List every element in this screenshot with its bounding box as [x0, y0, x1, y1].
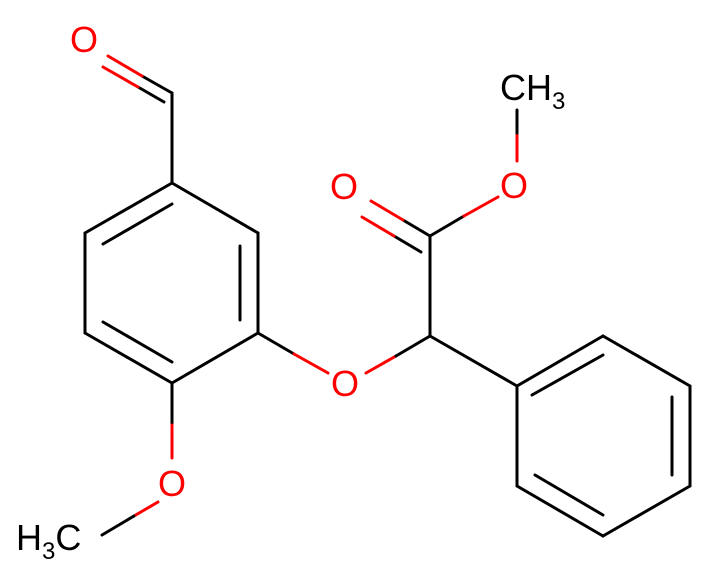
methoxy-methyl-h: H [16, 517, 42, 558]
bond-ether-o-left-red [292, 352, 330, 375]
bond-ester-c-to-o [428, 214, 466, 238]
methoxy-oxygen: O [158, 463, 186, 504]
ester-methyl-subscript: 3 [552, 88, 565, 115]
ether-oxygen: O [331, 363, 359, 404]
bond-ring-to-ether-o [256, 331, 296, 356]
ester-oxygen: O [500, 165, 528, 206]
aldehyde-group: O [70, 19, 174, 185]
left-benzene-ring [83, 181, 260, 385]
bond-ether-o-right-red [364, 354, 398, 375]
methoxy-methyl-label: H3C [16, 517, 81, 565]
bond-ch-to-phenyl [428, 334, 519, 388]
bond-ether-o-to-ch [394, 334, 432, 358]
ring1-bond-bottom-left-inner [101, 320, 174, 364]
bond-cho-o-upper-red [106, 54, 144, 78]
ring1-bond-bottom-left [83, 331, 174, 385]
ring1-bond-top-left-inner [101, 202, 174, 246]
bond-ester-c-o-double-b-red [360, 215, 396, 238]
ester-group: O O CH3 [330, 67, 565, 338]
ring2-bond-bottom-right [601, 484, 692, 538]
ring1-bond-top-right [170, 181, 260, 235]
ring1-bond-bottom-right [170, 331, 260, 385]
bond-ester-o-red [462, 195, 500, 218]
phenyl-ring [428, 334, 692, 538]
bond-ester-c-o-double-a [401, 218, 432, 238]
ring1-bond-top-left [83, 181, 174, 235]
ester-carbonyl-oxygen: O [330, 166, 358, 207]
bond-methoxy-o-to-ch3 [100, 514, 136, 537]
bond-methoxy-o-red-bottom [132, 500, 160, 518]
ether-linkage: O [256, 331, 432, 404]
ester-methyl-label: CH3 [500, 67, 565, 115]
ring2-bond-bottom-left-inner [533, 473, 605, 517]
ring2-bond-top-inner [530, 353, 605, 397]
bond-ester-c-o-double-b [392, 234, 423, 254]
methoxy-methyl-c: C [55, 517, 81, 558]
bond-cho-o-lower-red [101, 65, 140, 89]
bond-cho-c-o-upper [140, 74, 174, 95]
methoxy-group: O H3C [16, 381, 186, 565]
ring2-bond-top-right [601, 334, 692, 388]
ring2-bond-top [515, 334, 605, 388]
ester-methyl-ch: CH [500, 67, 552, 108]
aldehyde-oxygen: O [70, 19, 98, 60]
ring2-bond-bottom-left [515, 484, 605, 538]
bond-ester-c-o-double-a-red [369, 199, 405, 222]
bond-cho-c-o-lower [136, 85, 166, 104]
methoxy-methyl-subscript: 3 [42, 538, 55, 565]
